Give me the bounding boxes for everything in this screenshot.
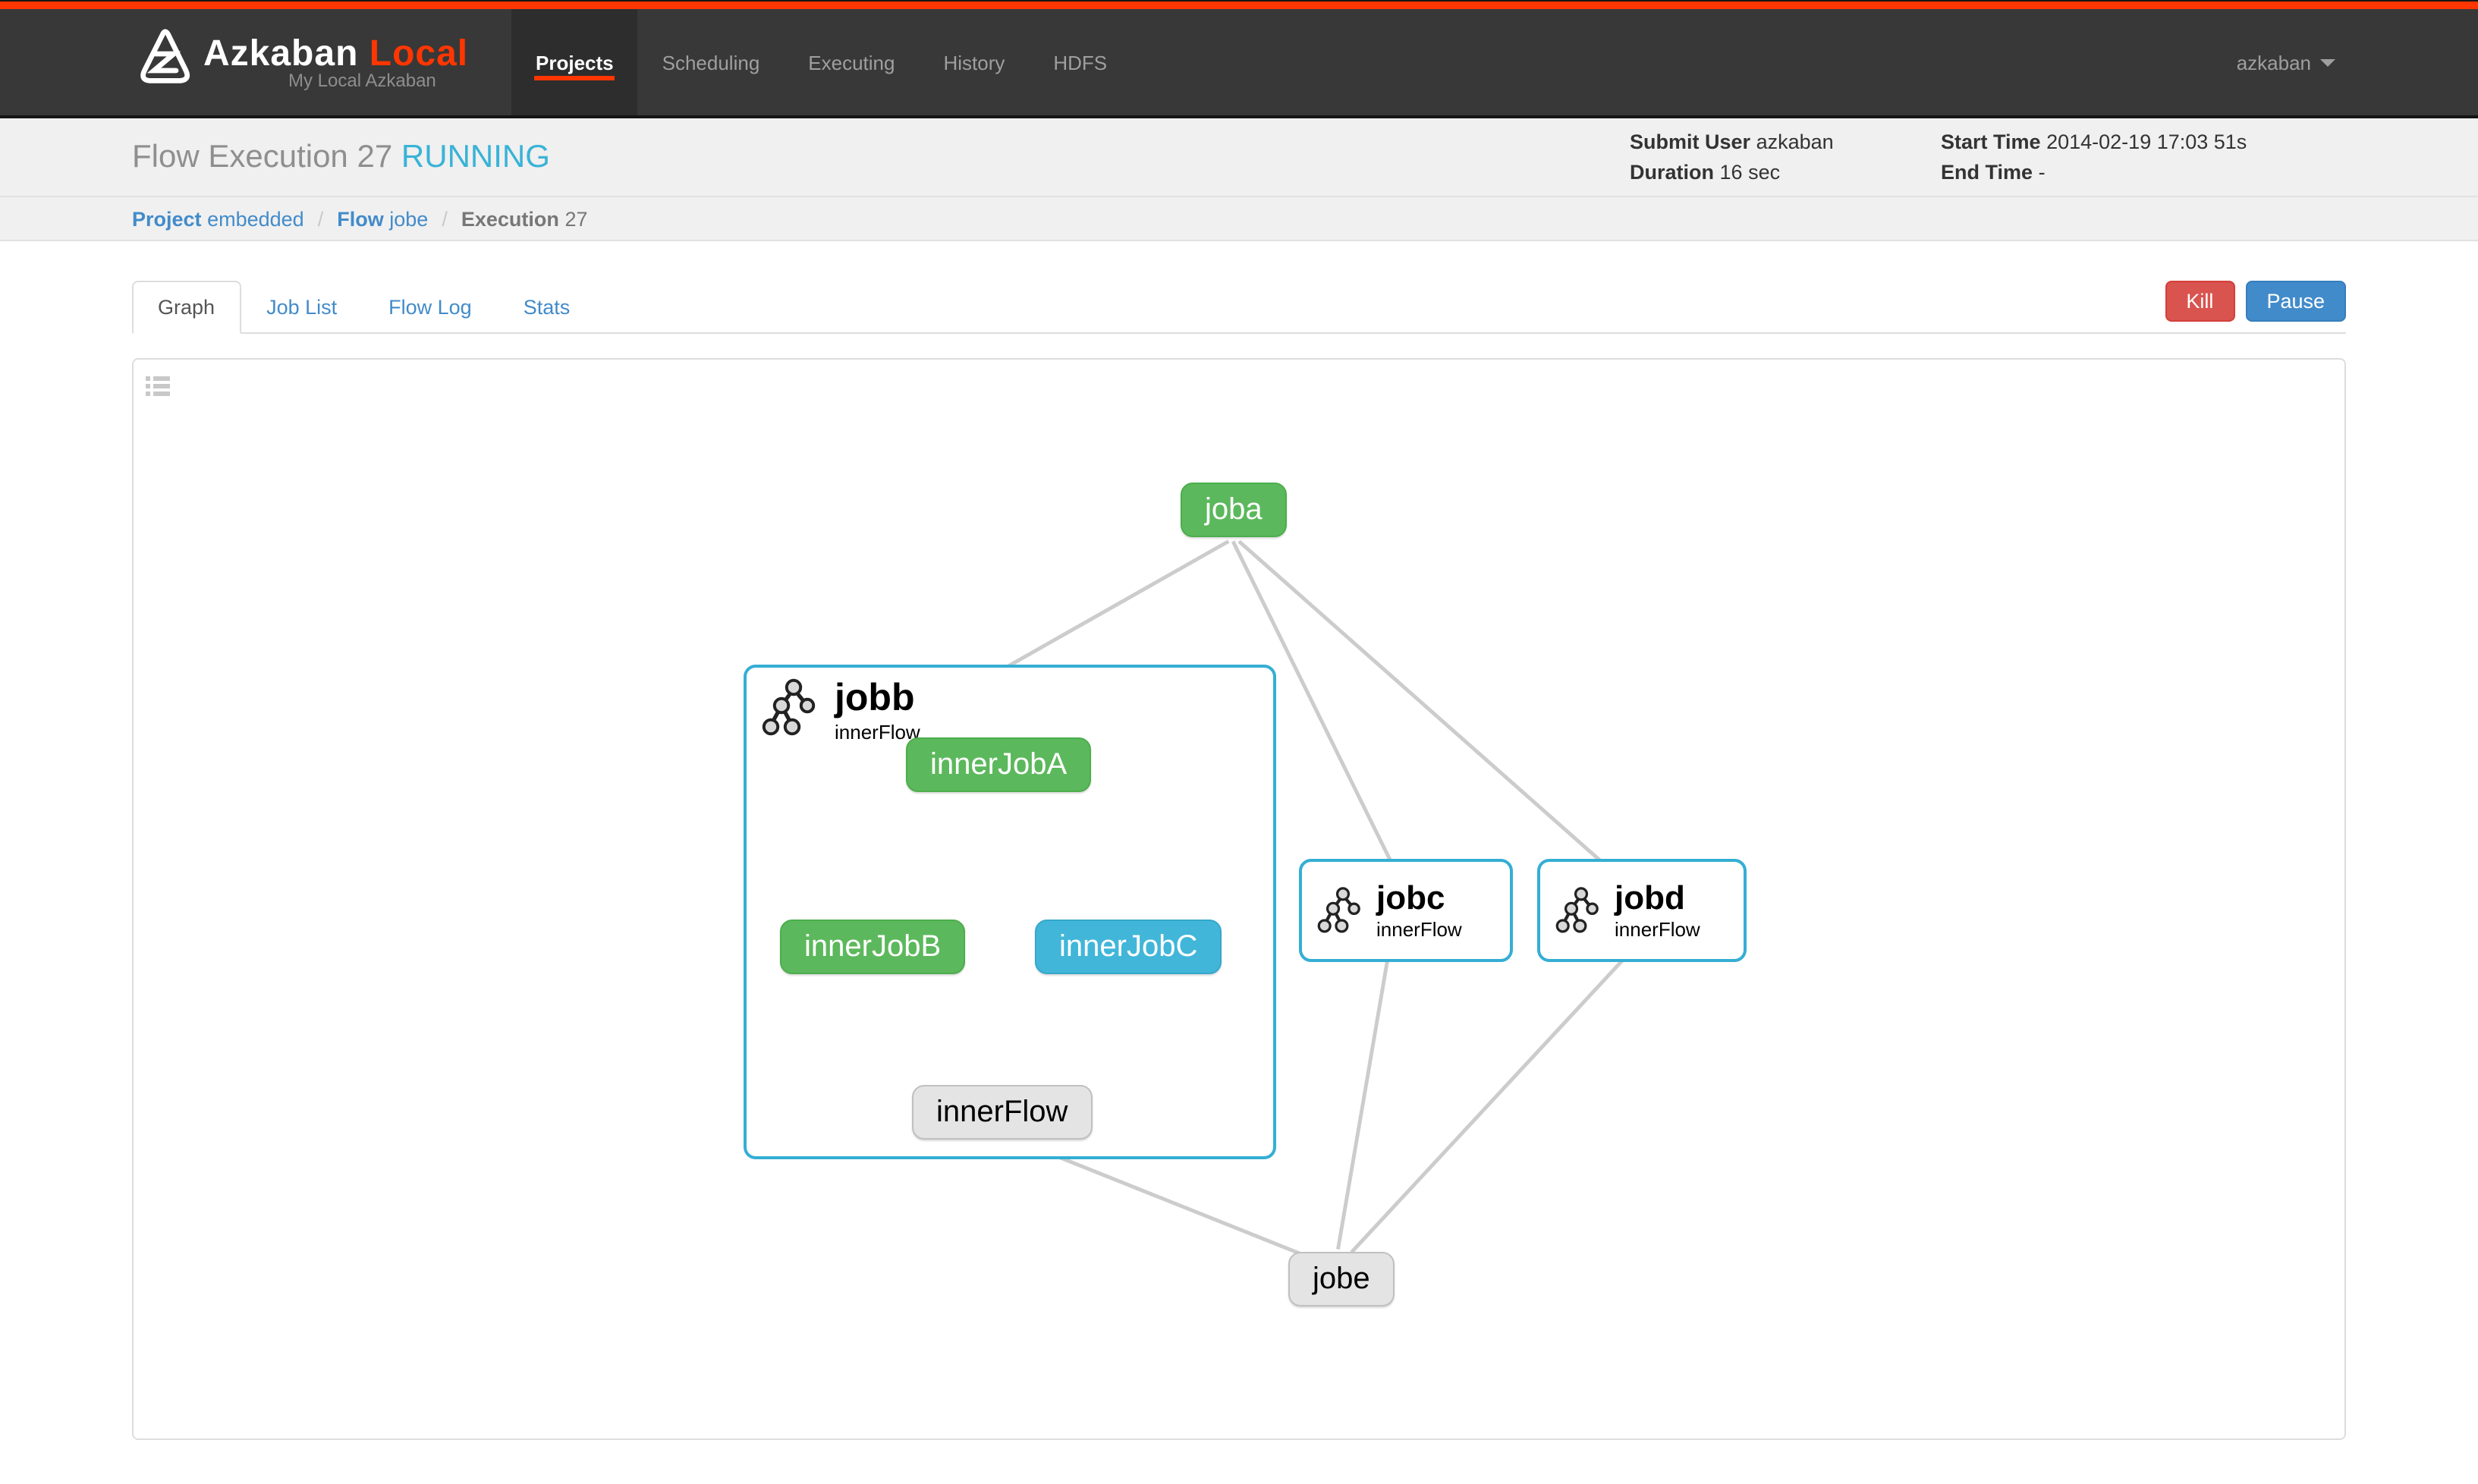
job-node-joba[interactable]: joba — [1181, 483, 1287, 537]
brand-subtitle: My Local Azkaban — [288, 70, 436, 91]
job-node-innerJobB[interactable]: innerJobB — [780, 920, 966, 974]
breadcrumb-flow-label: Flow — [337, 207, 384, 230]
breadcrumb-flow[interactable]: Flow jobe — [337, 207, 428, 230]
subflow-subtitle: innerFlow — [835, 721, 920, 744]
breadcrumb-project-value: embedded — [207, 207, 304, 230]
page-header-strip: Flow Execution 27 RUNNING Submit User az… — [0, 118, 2478, 197]
info-start-time-label: Start Time — [1941, 130, 2041, 152]
info-end-time-label: End Time — [1941, 160, 2033, 183]
breadcrumb-flow-value: jobe — [389, 207, 429, 230]
job-node-innerJobC[interactable]: innerJobC — [1035, 920, 1222, 974]
job-node-innerJobA[interactable]: innerJobA — [906, 737, 1092, 792]
subflow-jobd[interactable]: jobd innerFlow — [1537, 859, 1747, 962]
subflow-title: jobd — [1615, 878, 1685, 916]
breadcrumb-separator: / — [442, 207, 448, 230]
edge-jobd-jobe — [1350, 958, 1624, 1254]
brand[interactable]: Azkaban Local My Local Azkaban — [138, 9, 486, 115]
info-duration: Duration 16 sec — [1630, 157, 1941, 187]
tab-bar: Graph Job List Flow Log Stats Kill Pause — [132, 281, 2346, 334]
execution-id: 27 — [357, 139, 393, 174]
edge-joba-jobd — [1237, 539, 1602, 863]
nav-menu: Projects Scheduling Executing History HD… — [511, 9, 1131, 115]
info-start-time: Start Time 2014-02-19 17:03 51s — [1941, 127, 2346, 157]
breadcrumb-project[interactable]: Project embedded — [132, 207, 304, 230]
brand-title: Azkaban Local — [203, 33, 468, 76]
subflow-title: jobb — [835, 677, 915, 719]
page-title-text: Flow Execution — [132, 139, 348, 174]
nav-item-hdfs[interactable]: HDFS — [1053, 51, 1108, 74]
edge-jobb-jobe — [1052, 1152, 1301, 1256]
subflow-subtitle: innerFlow — [1376, 918, 1462, 942]
status-badge: RUNNING — [401, 139, 550, 174]
info-end-time: End Time - — [1941, 157, 2346, 187]
nav-item-executing[interactable]: Executing — [808, 51, 895, 74]
navbar: Azkaban Local My Local Azkaban Projects … — [0, 9, 2478, 118]
user-name: azkaban — [2236, 51, 2311, 74]
chevron-down-icon — [2320, 58, 2335, 66]
user-menu[interactable]: azkaban — [2237, 9, 2335, 115]
pause-button[interactable]: Pause — [2245, 281, 2346, 322]
edge-jobc-jobe — [1336, 959, 1390, 1250]
execution-info: Submit User azkaban Duration 16 sec Star… — [1630, 127, 2346, 187]
breadcrumb-execution: Execution 27 — [461, 207, 588, 230]
breadcrumb-strip: Project embedded / Flow jobe / Execution… — [0, 197, 2478, 241]
tab-graph[interactable]: Graph — [132, 281, 241, 334]
brand-accent-bar — [0, 2, 2478, 9]
info-start-time-value: 2014-02-19 17:03 51s — [2046, 130, 2247, 152]
embedded-flow-icon — [762, 678, 816, 736]
flow-graph-panel[interactable]: jobb innerFlow — [132, 358, 2346, 1440]
subflow-subtitle: innerFlow — [1615, 918, 1700, 942]
nav-item-scheduling[interactable]: Scheduling — [662, 51, 760, 74]
tab-stats[interactable]: Stats — [523, 296, 571, 319]
subflow-jobc[interactable]: jobc innerFlow — [1299, 859, 1513, 962]
job-node-innerFlow[interactable]: innerFlow — [912, 1085, 1093, 1140]
edge-joba-jobb — [1002, 539, 1230, 671]
page-title: Flow Execution 27 RUNNING — [132, 139, 550, 175]
flow-actions: Kill Pause — [2154, 281, 2346, 322]
breadcrumb-execution-value: 27 — [564, 207, 588, 230]
breadcrumb-separator: / — [317, 207, 324, 230]
info-submit-user: Submit User azkaban — [1630, 127, 1941, 157]
info-end-time-value: - — [2038, 160, 2046, 183]
brand-accent-label: Local — [369, 33, 469, 74]
job-node-jobe[interactable]: jobe — [1288, 1252, 1395, 1306]
edge-joba-jobc — [1231, 540, 1392, 862]
breadcrumb-execution-label: Execution — [461, 207, 559, 230]
info-duration-label: Duration — [1630, 160, 1714, 183]
nav-item-history[interactable]: History — [943, 51, 1005, 74]
kill-button[interactable]: Kill — [2165, 281, 2235, 322]
job-list-toggle-icon[interactable] — [146, 376, 170, 398]
nav-item-projects[interactable]: Projects — [511, 9, 638, 115]
info-submit-user-value: azkaban — [1756, 130, 1834, 152]
tab-job-list[interactable]: Job List — [266, 296, 338, 319]
top-divider — [0, 0, 2478, 2]
embedded-flow-icon — [1317, 886, 1360, 932]
info-duration-value: 16 sec — [1719, 160, 1781, 183]
info-submit-user-label: Submit User — [1630, 130, 1751, 152]
tab-flow-log[interactable]: Flow Log — [388, 296, 472, 319]
breadcrumb: Project embedded / Flow jobe / Execution… — [132, 197, 2346, 240]
azkaban-logo-icon — [140, 29, 190, 83]
subflow-title: jobc — [1376, 878, 1445, 916]
embedded-flow-icon — [1555, 886, 1599, 932]
brand-name: Azkaban — [203, 33, 359, 74]
breadcrumb-project-label: Project — [132, 207, 202, 230]
